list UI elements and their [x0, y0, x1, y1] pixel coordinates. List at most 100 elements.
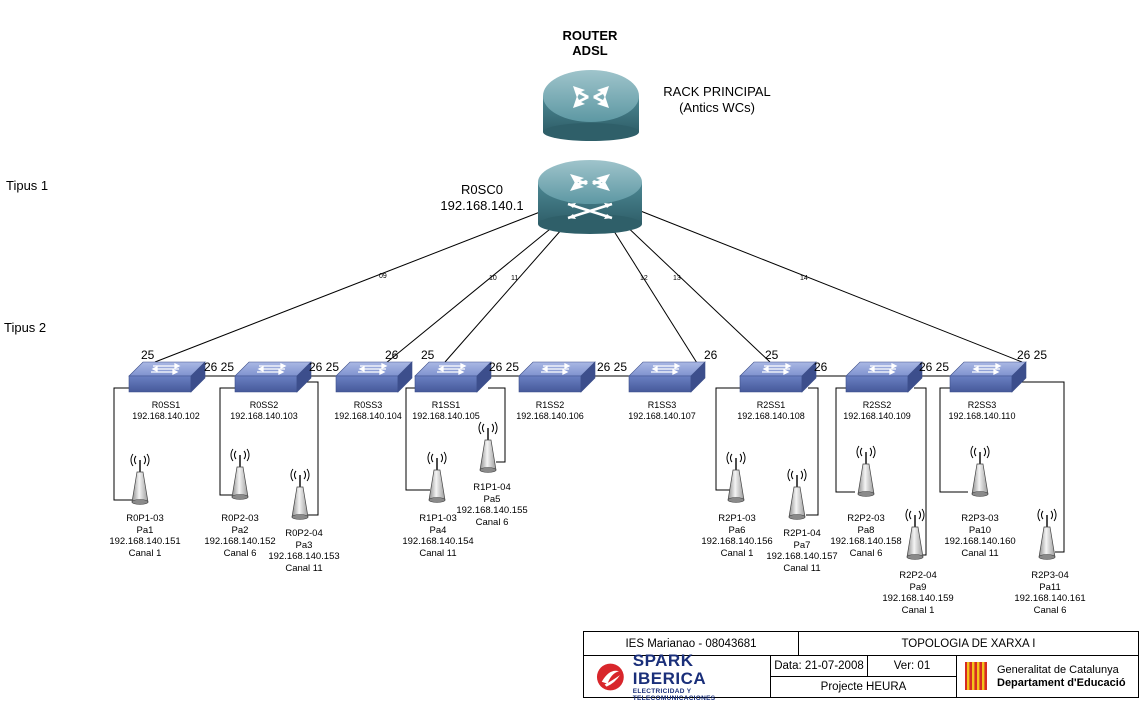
wireless-antenna-icon[interactable] — [290, 468, 310, 520]
ap-canal: Canal 11 — [783, 562, 821, 574]
port-label: 25 — [141, 348, 155, 362]
ap-ip: 192.168.140.157 — [766, 551, 838, 562]
drawing-title: TOPOLOGIA DE XARXA I — [901, 637, 1036, 650]
ap-pa: Pa11 — [1039, 581, 1061, 593]
wireless-antenna-icon[interactable] — [427, 451, 447, 503]
switch-name: R0SS3 — [353, 400, 383, 410]
ap-canal: Canal 6 — [1033, 604, 1067, 616]
workgroup-switch-icon[interactable] — [414, 361, 492, 393]
uplink-lines — [154, 209, 1023, 364]
switch-ip: 192.168.140.104 — [334, 411, 402, 421]
wireless-antenna-icon[interactable] — [130, 453, 150, 505]
ap-ip: 192.168.140.161 — [1014, 593, 1086, 604]
ap-pa: Pa2 — [231, 524, 249, 536]
ap-canal: Canal 11 — [419, 547, 457, 559]
ap-canal: Canal 1 — [720, 547, 754, 559]
switch-ip: 192.168.140.109 — [843, 411, 911, 421]
ap-pa: Pa4 — [429, 524, 447, 536]
ap-pa: Pa7 — [793, 539, 811, 551]
switch-name: R2SS2 — [862, 400, 892, 410]
uplink-10 — [385, 224, 556, 364]
workgroup-switch-icon[interactable] — [128, 361, 206, 393]
wireless-antenna-icon[interactable] — [478, 421, 498, 473]
ap-canal: Canal 6 — [475, 516, 509, 528]
title-block: IES Marianao - 08043681 TOPOLOGIA DE XAR… — [583, 631, 1139, 702]
port-label: 26 — [814, 360, 828, 374]
multilayer-switch-icon[interactable] — [538, 160, 642, 234]
ap-canal: Canal 6 — [223, 547, 257, 559]
spark-name: SPARK IBERICA — [632, 650, 707, 688]
ap-canal: Canal 1 — [901, 604, 935, 616]
workgroup-switch-icon[interactable] — [335, 361, 413, 393]
workgroup-switch-icon[interactable] — [628, 361, 706, 393]
ap-id: R2P1-04 — [783, 528, 821, 539]
switch-ip: 192.168.140.110 — [948, 411, 1016, 421]
ap-pa: Pa9 — [909, 581, 927, 593]
spark-iberica-logo: SPARK IBERICA ELECTRICIDAD Y TELECOMUNIC… — [583, 650, 771, 702]
wireless-antenna-icon[interactable] — [856, 445, 876, 497]
workgroup-switch-icon[interactable] — [845, 361, 923, 393]
port-label: 26 25 — [204, 360, 235, 374]
ap-pa: Pa3 — [295, 539, 313, 551]
rack-label: RACK PRINCIPAL (Antics WCs) — [650, 84, 784, 116]
switch-name: R0SS1 — [151, 400, 181, 410]
core-label: R0SC0 192.168.140.1 — [430, 182, 534, 214]
wireless-antenna-icon[interactable] — [230, 448, 250, 500]
switch-ip: 192.168.140.102 — [132, 411, 200, 421]
port-label: 26 25 — [919, 360, 950, 374]
wireless-antenna-icon[interactable] — [787, 468, 807, 520]
uplink-11 — [444, 228, 563, 363]
ap-id: R0P1-03 — [126, 513, 164, 524]
ap-id: R1P1-03 — [419, 513, 457, 524]
ap-ip: 192.168.140.159 — [882, 593, 954, 604]
ap-ip: 192.168.140.153 — [268, 551, 340, 562]
port-label: 26 25 — [309, 360, 340, 374]
switch-ip: 192.168.140.106 — [516, 411, 584, 421]
workgroup-switch-icon[interactable] — [518, 361, 596, 393]
port-label: 25 — [421, 348, 435, 362]
switch-name: R1SS3 — [647, 400, 677, 410]
gencat-line1: Generalitat de Catalunya — [997, 663, 1119, 676]
switch-name: R1SS1 — [431, 400, 461, 410]
workgroup-switch-icon[interactable] — [739, 361, 817, 393]
uplink-13 — [621, 221, 771, 363]
router-title: ROUTER ADSL — [545, 28, 635, 58]
uplink-label: 11 — [511, 275, 518, 282]
rack-label-line2: (Antics WCs) — [679, 100, 755, 115]
uplink-12 — [611, 227, 698, 364]
core-ip: 192.168.140.1 — [440, 198, 524, 213]
ap-canal: Canal 1 — [128, 547, 162, 559]
wireless-antenna-icon[interactable] — [726, 451, 746, 503]
switch-name: R2SS1 — [756, 400, 786, 410]
ap-id: R2P1-03 — [718, 513, 756, 524]
router-icon[interactable] — [543, 70, 639, 141]
uplink-label: 13 — [673, 275, 681, 282]
ap-pa: Pa5 — [483, 493, 501, 505]
wireless-antenna-icon[interactable] — [1037, 508, 1057, 560]
port-label: 26 25 — [489, 360, 520, 374]
port-label: 25 — [765, 348, 779, 362]
workgroup-switch-icon[interactable] — [234, 361, 312, 393]
switch-ip: 192.168.140.107 — [628, 411, 696, 421]
ap-id: R2P3-03 — [961, 513, 999, 524]
ap-pa: Pa8 — [857, 524, 875, 536]
switch-ip: 192.168.140.108 — [737, 411, 805, 421]
spark-iberica-icon — [596, 663, 624, 690]
workgroup-switch-icon[interactable] — [949, 361, 1027, 393]
wireless-antenna-icon[interactable] — [905, 508, 925, 560]
uplink-label: 12 — [640, 275, 648, 282]
ap-id: R0P2-03 — [221, 513, 259, 524]
title-cell: TOPOLOGIA DE XARXA I — [798, 631, 1139, 656]
wireless-antenna-icon[interactable] — [970, 445, 990, 497]
